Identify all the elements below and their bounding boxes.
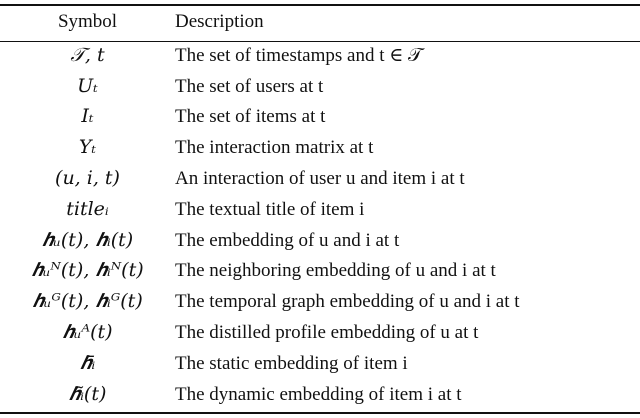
table-row: 𝒯, t The set of timestamps and t ∈ 𝒯: [0, 40, 640, 71]
table-header-rule: [0, 41, 640, 42]
description-cell: The set of timestamps and t ∈ 𝒯: [175, 44, 423, 66]
symbol-cell: 𝒉ᵤ(t), 𝒉ᵢ(t): [41, 228, 134, 251]
table-top-rule: [0, 4, 640, 6]
table-row: 𝒉ᵤᴺ(t), 𝒉ᵢᴺ(t) The neighboring embedding …: [0, 256, 640, 287]
table-row: 𝒉ᵤᴳ(t), 𝒉ᵢᴳ(t) The temporal graph embeddi…: [0, 286, 640, 317]
symbol-cell: (u, i, t): [55, 167, 120, 190]
table-header-row: Symbol Description: [0, 0, 640, 40]
description-cell: The textual title of item i: [175, 198, 365, 220]
symbol-cell: Yₜ: [78, 136, 97, 159]
table-row: 𝒉ᵤ(t), 𝒉ᵢ(t) The embedding of u and i at …: [0, 225, 640, 256]
description-cell: The dynamic embedding of item i at t: [175, 383, 462, 405]
symbol-cell: Iₜ: [81, 105, 94, 128]
symbol-cell: titleᵢ: [66, 197, 109, 220]
table-row: Iₜ The set of items at t: [0, 102, 640, 133]
symbol-cell: 𝒯, t: [70, 43, 105, 66]
description-cell: The interaction matrix at t: [175, 137, 374, 159]
symbol-cell: 𝒉ᵤᴺ(t), 𝒉ᵢᴺ(t): [31, 259, 144, 282]
description-cell: The temporal graph embedding of u and i …: [175, 291, 520, 313]
table-row: 𝒉̃ᵢ(t) The dynamic embedding of item i at…: [0, 379, 640, 410]
description-cell: An interaction of user u and item i at t: [175, 168, 465, 190]
description-cell: The embedding of u and i at t: [175, 229, 400, 251]
table-row: Uₜ The set of users at t: [0, 71, 640, 102]
header-symbol: Symbol: [57, 11, 118, 32]
table-row: (u, i, t) An interaction of user u and it…: [0, 163, 640, 194]
symbol-cell: Uₜ: [77, 74, 98, 97]
symbol-cell: 𝒉̃ᵢ(t): [68, 382, 107, 405]
description-cell: The neighboring embedding of u and i at …: [175, 260, 496, 282]
description-cell: The set of users at t: [175, 75, 324, 97]
symbol-cell: 𝒉ᵤᴬ(t): [62, 321, 113, 344]
header-description: Description: [175, 11, 264, 32]
description-cell: The static embedding of item i: [175, 352, 408, 374]
symbol-cell: 𝒉̄ᵢ: [79, 351, 96, 374]
table-row: titleᵢ The textual title of item i: [0, 194, 640, 225]
table-row: 𝒉̄ᵢ The static embedding of item i: [0, 348, 640, 379]
symbol-cell: 𝒉ᵤᴳ(t), 𝒉ᵢᴳ(t): [32, 290, 143, 313]
table-bottom-rule: [0, 412, 640, 414]
table-row: 𝒉ᵤᴬ(t) The distilled profile embedding of…: [0, 317, 640, 348]
description-cell: The distilled profile embedding of u at …: [175, 322, 479, 344]
table-row: Yₜ The interaction matrix at t: [0, 132, 640, 163]
description-cell: The set of items at t: [175, 106, 326, 128]
